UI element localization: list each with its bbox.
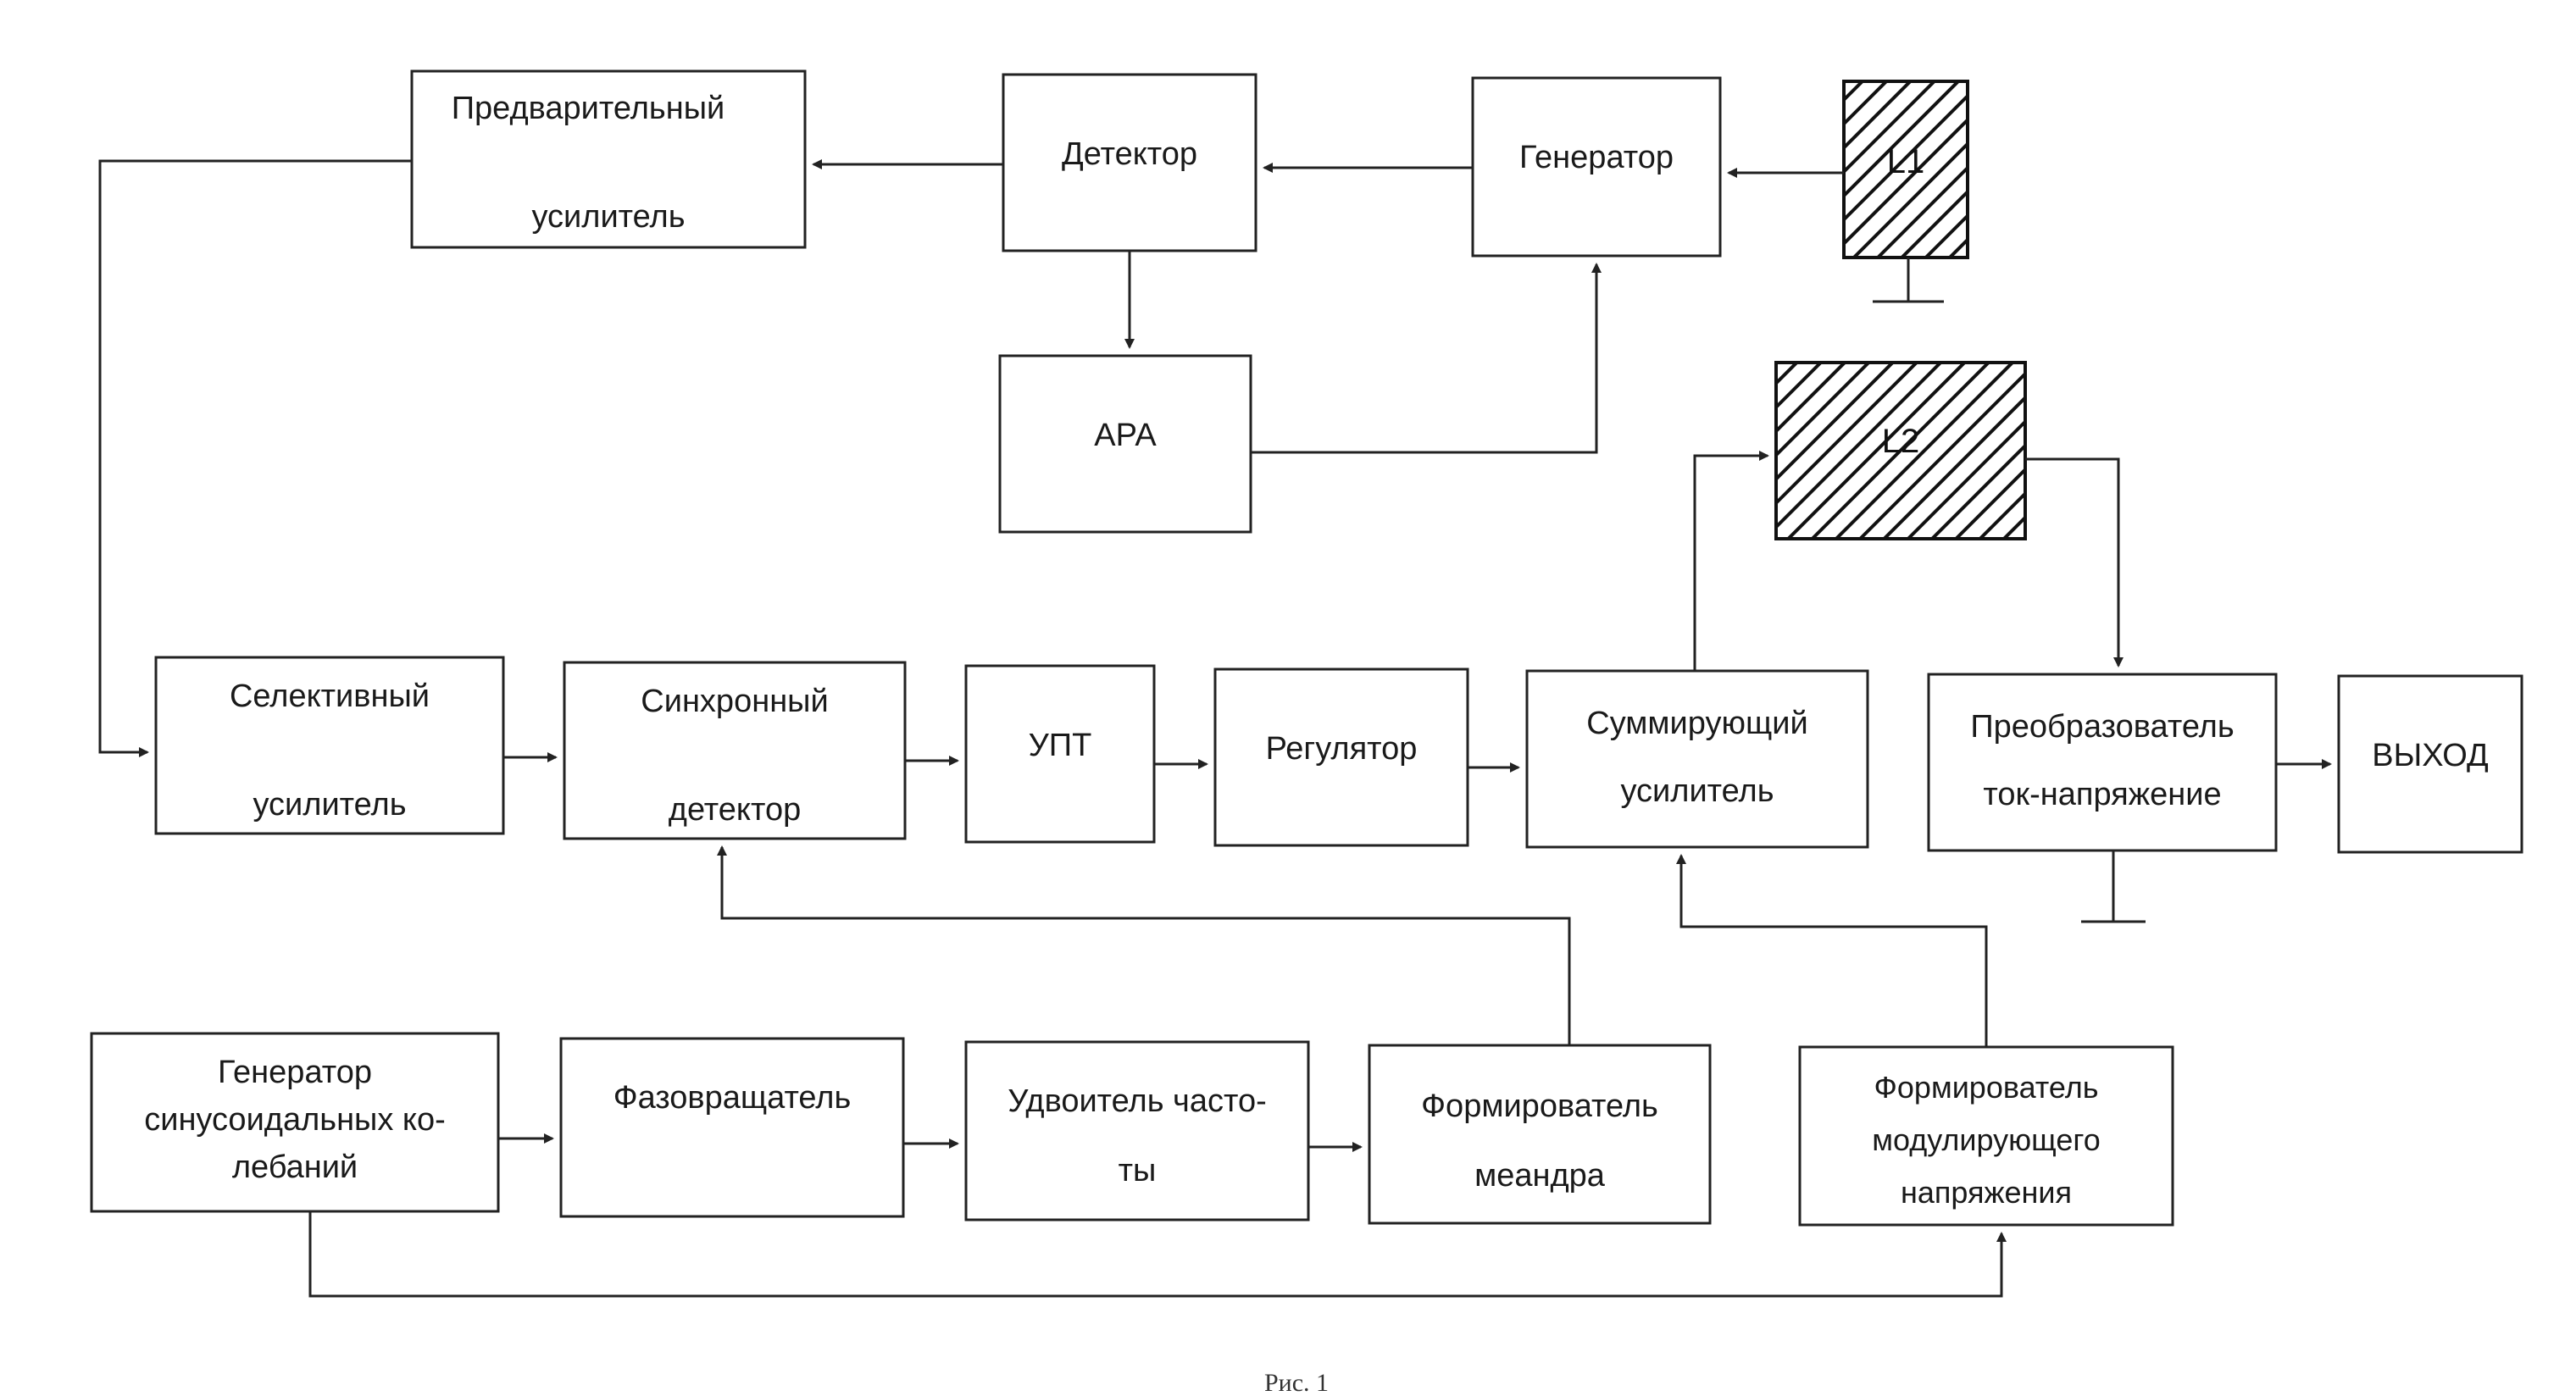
selective-amp-label-line1: Селективный (230, 679, 430, 714)
freq-doubler-block: Удвоитель часто- ты (964, 1040, 1310, 1222)
generator-label: Генератор (1519, 140, 1674, 175)
generator-block: Генератор (1471, 76, 1722, 258)
converter-label-line2: ток-напряжение (1983, 777, 2221, 812)
preamp-block: Предварительный усилитель (410, 69, 807, 249)
mod-former-label-line2: модулирующего (1872, 1122, 2101, 1157)
wire-preamp-to-selective-amp (98, 159, 412, 757)
wire-l2-to-converter (2025, 457, 2124, 668)
freq-doubler-label-line2: ты (1119, 1153, 1157, 1188)
summing-amp-block: Суммирующий усилитель (1525, 669, 1869, 849)
sine-generator-label-line3: лебаний (232, 1149, 358, 1185)
wire-modformer-to-summing (1676, 854, 1988, 1047)
freq-doubler-label-line1: Удвоитель часто- (1008, 1083, 1267, 1119)
wire-sine-to-modformer (308, 1211, 2007, 1298)
upt-label: УПТ (1029, 728, 1092, 763)
sync-detector-label-line1: Синхронный (641, 684, 828, 719)
converter-block: Преобразователь ток-напряжение (1927, 673, 2278, 923)
regulator-block: Регулятор (1213, 668, 1469, 847)
upt-block: УПТ (964, 664, 1156, 844)
regulator-label: Регулятор (1266, 731, 1418, 767)
mod-former-block: Формирователь модулирующего напряжения (1798, 1045, 2174, 1227)
detector-block: Детектор (1002, 73, 1257, 252)
preamp-label-line1: Предварительный (452, 91, 725, 126)
coil-l1-label: L1 (1887, 143, 1925, 180)
phase-shifter-block: Фазовращатель (559, 1037, 905, 1218)
mod-former-label-line3: напряжения (1901, 1175, 2072, 1210)
selective-amp-block: Селективный усилитель (154, 656, 505, 835)
sync-detector-block: Синхронный детектор (563, 661, 907, 840)
sine-generator-label-line1: Генератор (218, 1055, 372, 1090)
meander-former-label-line1: Формирователь (1421, 1089, 1658, 1124)
wire-summing-to-l2 (1693, 451, 1769, 671)
converter-label-line1: Преобразователь (1970, 709, 2234, 745)
wire-ara-to-generator (1251, 263, 1602, 454)
detector-label: Детектор (1062, 136, 1197, 172)
wire-meander-to-sync (717, 845, 1571, 1045)
sync-detector-label-line2: детектор (669, 792, 801, 828)
output-label: ВЫХОД (2372, 738, 2489, 773)
ara-block: АРА (998, 354, 1252, 534)
coil-l2-block: L2 (1774, 361, 2027, 540)
meander-former-block: Формирователь меандра (1368, 1044, 1712, 1225)
sine-generator-label-line2: синусоидальных ко- (144, 1102, 446, 1138)
phase-shifter-label: Фазовращатель (613, 1080, 852, 1116)
summing-amp-label-line1: Суммирующий (1586, 706, 1807, 741)
meander-former-label-line2: меандра (1474, 1158, 1606, 1194)
selective-amp-label-line2: усилитель (253, 787, 406, 823)
output-block: ВЫХОД (2337, 674, 2523, 854)
figure-caption: Рис. 1 (1264, 1369, 1329, 1396)
preamp-label-line2: усилитель (531, 199, 685, 235)
coil-l2-label: L2 (1882, 423, 1920, 460)
coil-l1-block: L1 (1842, 80, 1969, 303)
summing-amp-label-line2: усилитель (1620, 773, 1774, 809)
ara-label: АРА (1094, 418, 1157, 453)
sine-generator-block: Генератор синусоидальных ко- лебаний (90, 1032, 500, 1213)
mod-former-label-line1: Формирователь (1874, 1070, 2099, 1105)
